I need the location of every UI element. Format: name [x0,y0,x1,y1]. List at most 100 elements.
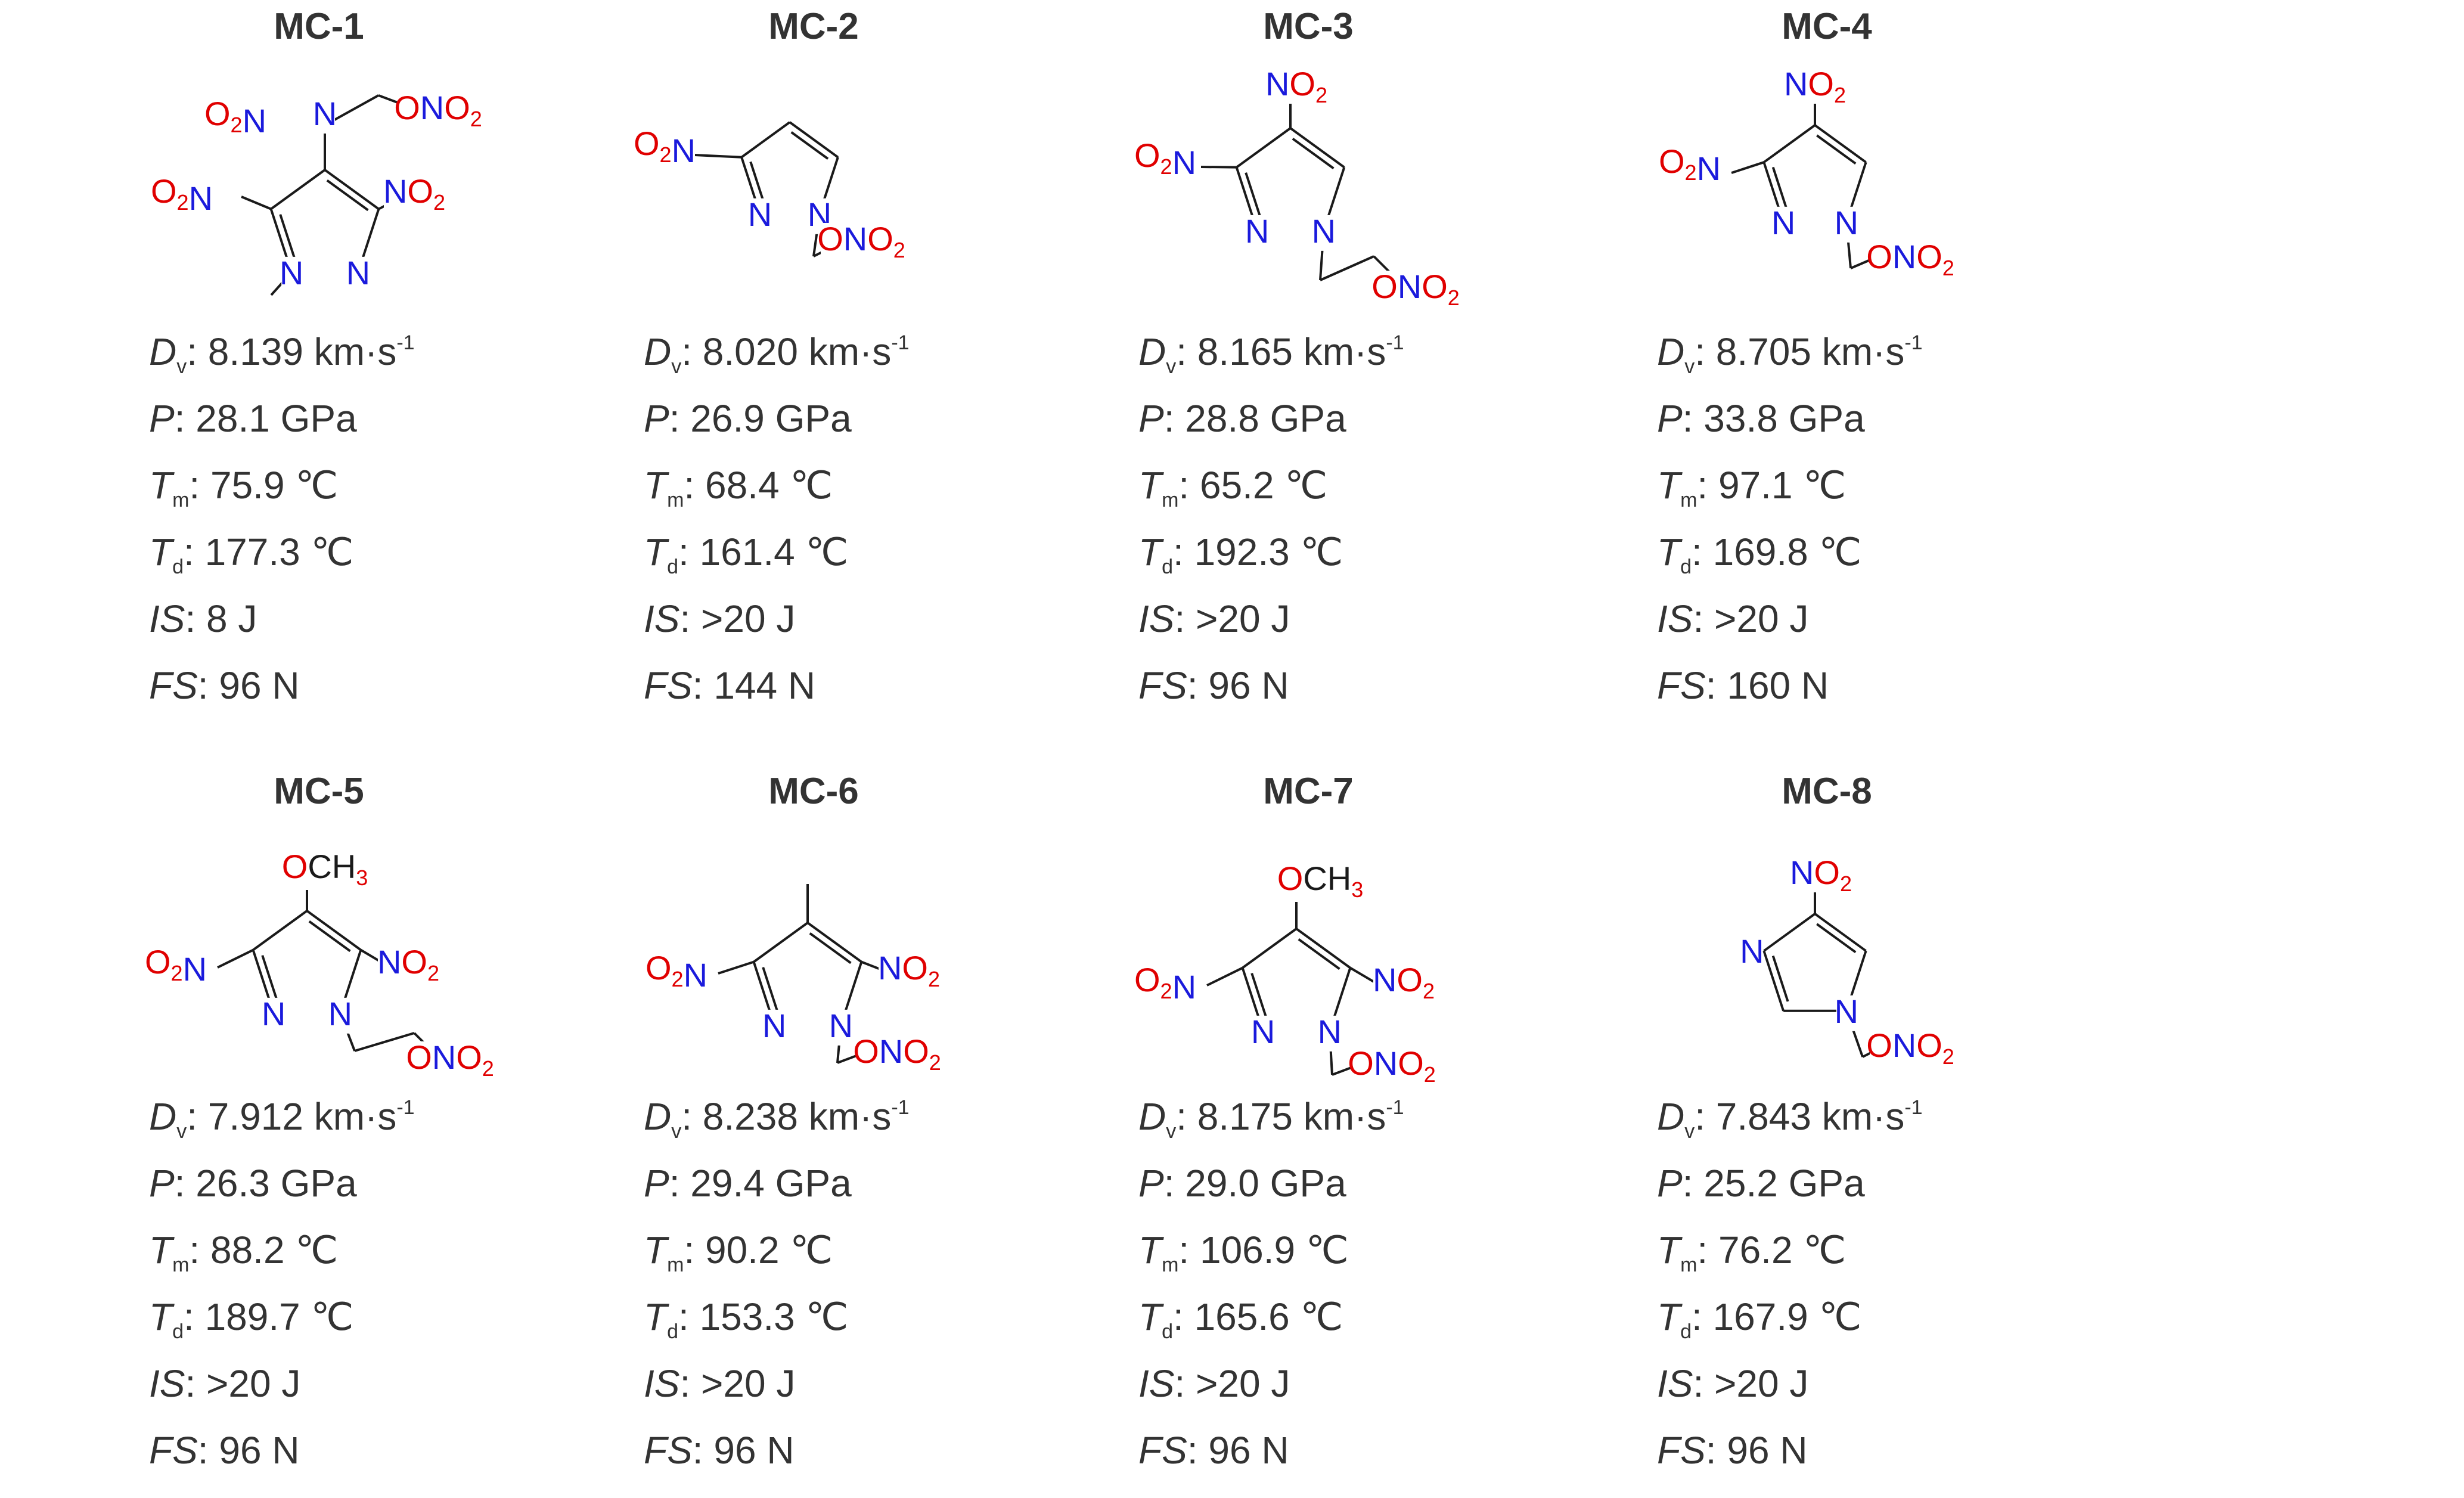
melting-temperature: Tm: 75.9 ℃ [149,461,338,516]
decomposition-temperature-sub: d [1680,556,1692,578]
bond-line [1731,161,1765,174]
impact-sensitivity: IS: >20 J [1138,595,1290,643]
detonation-velocity: Dv: 7.912 km·s-1 [149,1093,415,1147]
decomposition-temperature: Td: 161.4 ℃ [644,528,848,582]
impact-sensitivity-sym: IS [644,597,680,640]
decomposition-temperature-value: : 167.9 ℃ [1692,1295,1862,1338]
atom-label: NO2 [1790,854,1852,896]
detonation-velocity-sub: v [1684,1120,1695,1143]
impact-sensitivity-value: : >20 J [1693,597,1809,640]
double-bond-line [279,214,297,263]
compound-label: MC-1 [274,6,364,47]
atom-label: ONO2 [406,1038,494,1081]
impact-sensitivity-value: : >20 J [1174,1362,1290,1405]
detonation-velocity-sup: -1 [1386,1096,1404,1119]
friction-sensitivity-sym: FS [1138,664,1187,707]
melting-temperature-sym: T [1657,1229,1681,1271]
atom-label: N [748,196,772,233]
impact-sensitivity-sym: IS [149,1362,185,1405]
detonation-velocity-sup: -1 [891,1096,910,1119]
detonation-pressure-sym: P [1138,1162,1164,1205]
detonation-velocity-sub: v [1684,355,1695,378]
detonation-velocity-sup: -1 [1904,331,1923,354]
decomposition-temperature-sym: T [644,531,668,573]
melting-temperature-value: : 65.2 ℃ [1178,464,1328,507]
melting-temperature: Tm: 65.2 ℃ [1138,461,1327,516]
atom-label: N [1245,212,1269,250]
detonation-pressure: P: 29.4 GPa [644,1159,852,1207]
decomposition-temperature-sym: T [149,1295,173,1338]
detonation-velocity: Dv: 8.238 km·s-1 [644,1093,910,1147]
bond-line [1763,124,1816,163]
bond-line [1289,127,1345,169]
double-bond-line [749,161,766,206]
atom-label: N [829,1007,853,1044]
detonation-velocity-sub: v [1166,355,1177,378]
detonation-pressure-value: : 28.8 GPa [1163,397,1346,440]
friction-sensitivity: FS: 96 N [644,1426,795,1474]
decomposition-temperature-sym: T [1138,531,1162,573]
melting-temperature-value: : 68.4 ℃ [684,464,833,507]
double-bond-line [1298,938,1340,970]
atom-label: NO2 [1265,65,1327,107]
detonation-velocity-value: : 8.705 km·s [1695,330,1905,373]
bond-line [324,169,380,210]
bond-line [1206,966,1243,987]
melting-temperature-sub: m [1680,1254,1698,1276]
impact-sensitivity: IS: >20 J [1657,1360,1808,1407]
detonation-velocity-value: : 8.020 km·s [681,330,892,373]
melting-temperature: Tm: 76.2 ℃ [1657,1226,1846,1280]
melting-temperature-sym: T [1657,464,1681,507]
melting-temperature: Tm: 88.2 ℃ [149,1226,338,1280]
friction-sensitivity-sym: FS [1657,664,1706,707]
detonation-pressure-value: : 26.3 GPa [174,1162,357,1205]
double-bond-line [326,179,369,212]
double-bond-line [1816,923,1857,954]
decomposition-temperature-value: : 161.4 ℃ [678,531,849,573]
friction-sensitivity-sym: FS [644,1429,693,1472]
decomposition-temperature-sub: d [1162,556,1174,578]
double-bond-line [809,932,852,964]
compound-label: MC-5 [274,771,364,812]
decomposition-temperature-sub: d [1680,1320,1692,1343]
detonation-pressure-sym: P [644,1162,669,1205]
bond-line [806,922,862,963]
compound-label: MC-4 [1782,6,1872,47]
bond-line [241,196,272,210]
melting-temperature-sym: T [1138,464,1162,507]
detonation-velocity-sup: -1 [1904,1096,1923,1119]
double-bond-line [1771,166,1789,213]
detonation-pressure: P: 25.2 GPa [1657,1159,1865,1207]
atom-label: N [280,254,303,291]
detonation-velocity-sym: D [644,330,672,373]
atom-label: O2N [151,172,213,217]
impact-sensitivity: IS: >20 J [149,1360,300,1407]
detonation-pressure-value: : 26.9 GPa [669,397,852,440]
bond-line [252,910,308,951]
friction-sensitivity-sym: FS [149,664,198,707]
detonation-pressure-sym: P [1657,397,1683,440]
detonation-pressure: P: 29.0 GPa [1138,1159,1346,1207]
impact-sensitivity-sym: IS [1138,1362,1175,1405]
detonation-pressure: P: 28.8 GPa [1138,395,1346,442]
bond-line [354,1032,415,1052]
friction-sensitivity: FS: 96 N [1657,1426,1808,1474]
decomposition-temperature-value: : 189.7 ℃ [184,1295,354,1338]
atom-label: ONO2 [1371,268,1460,310]
double-bond-line [1816,134,1857,165]
detonation-pressure: P: 28.1 GPa [149,395,357,442]
decomposition-temperature-sub: d [667,556,679,578]
bond-line [740,121,791,159]
detonation-pressure-value: : 25.2 GPa [1682,1162,1865,1205]
friction-sensitivity-sym: FS [1657,1429,1706,1472]
melting-temperature-sym: T [149,1229,173,1271]
decomposition-temperature-value: : 165.6 ℃ [1173,1295,1343,1338]
detonation-pressure: P: 26.9 GPa [644,395,852,442]
atom-label: ONO2 [1866,1026,1954,1069]
detonation-pressure: P: 33.8 GPa [1657,395,1865,442]
